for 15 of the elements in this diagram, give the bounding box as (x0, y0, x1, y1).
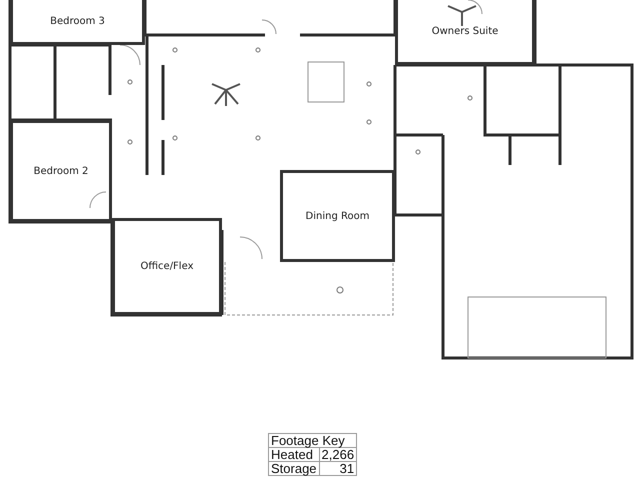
room-name: Owners Suite (430, 24, 500, 38)
room-outline (10, 120, 112, 222)
room-name: Office/Flex (140, 260, 194, 273)
room-outline (112, 218, 222, 315)
room-name: Bedroom 2 (32, 164, 90, 178)
table-cell: 2,266 (319, 448, 357, 462)
room-outline (280, 170, 395, 262)
table-cell: 31 (319, 462, 357, 476)
room-name: Dining Room (304, 210, 370, 222)
room-outline (395, 0, 535, 65)
table-header: Footage Key (268, 434, 357, 448)
room-outline (10, 0, 145, 45)
table-cell: Storage (268, 462, 320, 476)
room-name: Bedroom 3 (49, 14, 106, 28)
table-cell: Heated (268, 448, 320, 462)
